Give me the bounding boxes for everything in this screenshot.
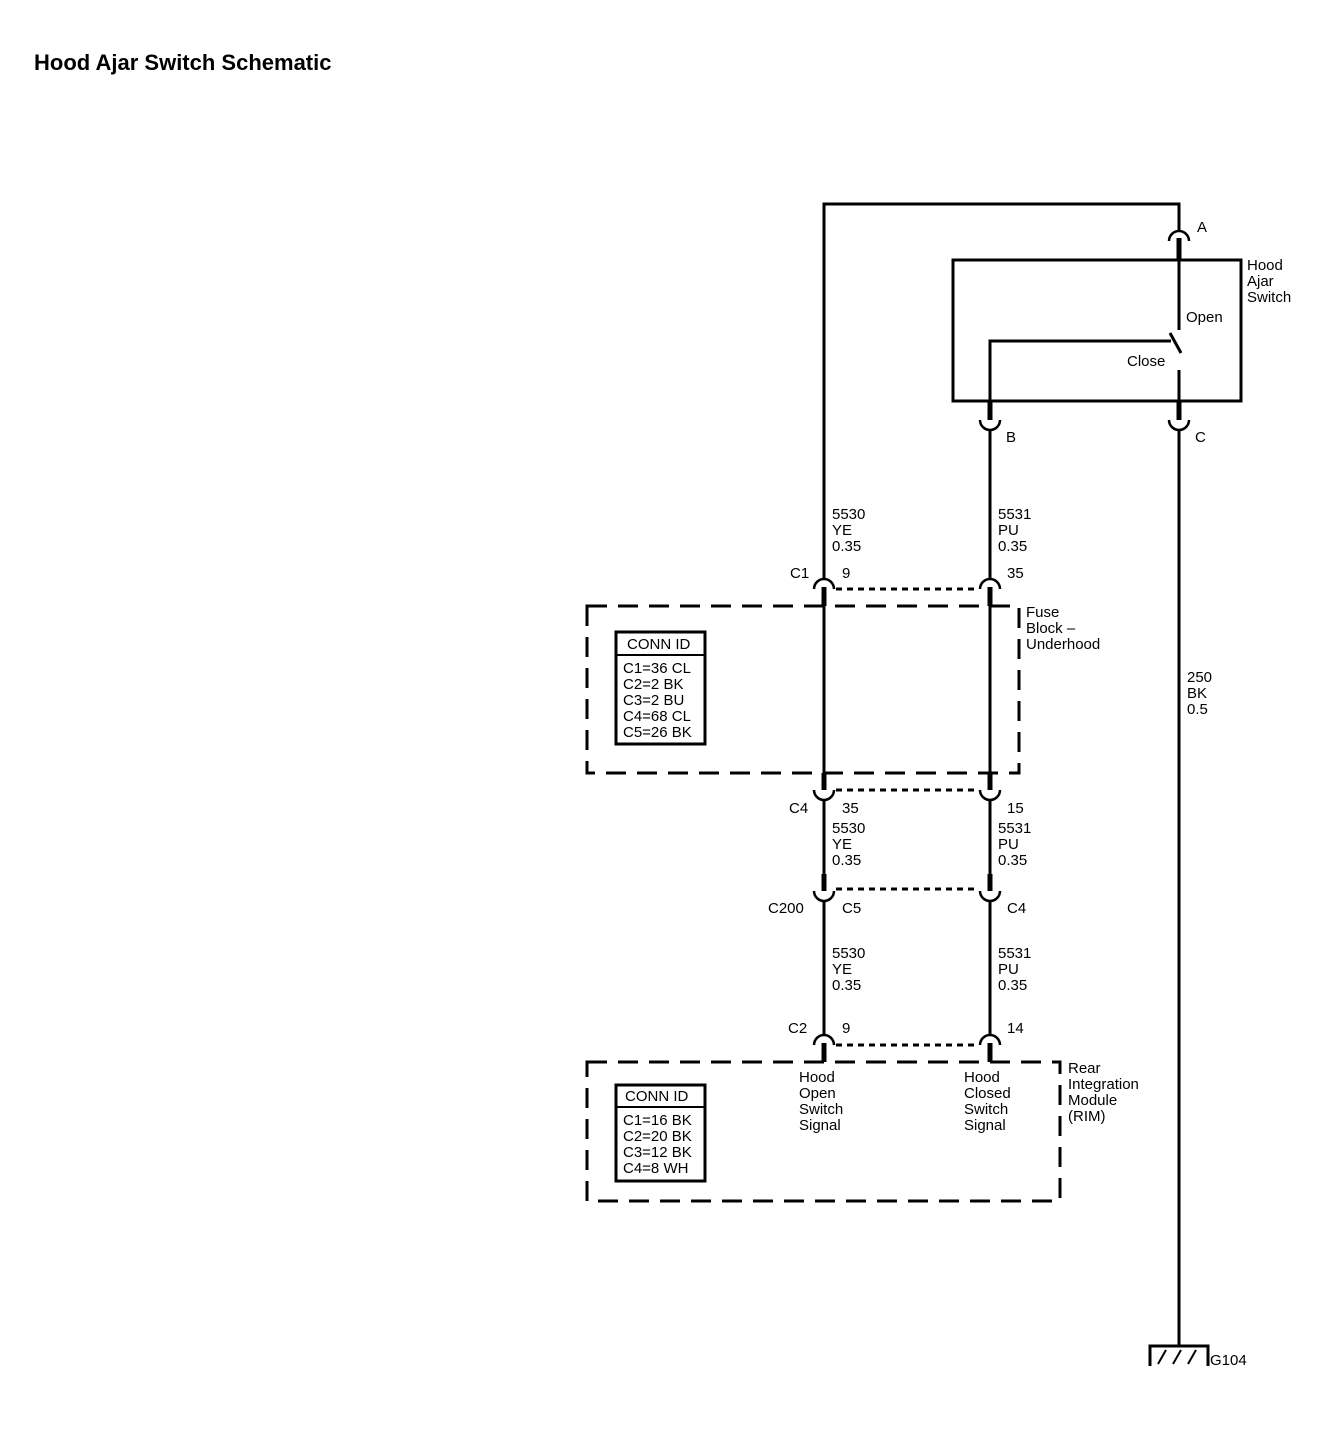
rim-conn-id-box [614, 1083, 707, 1183]
ye-upper-circuit-label: 5530 YE 0.35 [832, 506, 870, 555]
c200-pin-pu: C4 [1007, 900, 1026, 917]
fuse-c4-label: C4 [789, 800, 808, 817]
pin-b [987, 401, 993, 420]
fuse-c4-pin-pu: 15 [1007, 800, 1024, 817]
rim-c2-ye-connector [812, 1033, 836, 1046]
c200-ye-connector [812, 890, 836, 903]
switch-b-leg [988, 339, 1171, 404]
switch-open-label: Open [1186, 309, 1223, 326]
hood-open-signal-label: Hood Open Switch Signal [799, 1069, 847, 1134]
rear-integration-module [585, 1060, 1062, 1203]
fuse-c4-ye-connector [812, 789, 836, 802]
ground-symbol [1148, 1344, 1210, 1366]
fuse-block-underhood [585, 604, 1021, 775]
rim-conn-id-header: CONN ID [625, 1088, 689, 1105]
fuse-c4-pin-ye: 35 [842, 800, 859, 817]
pin-c-label: C [1195, 429, 1206, 446]
switch-close-label: Close [1127, 353, 1165, 370]
c200-pin-ye: C5 [842, 900, 861, 917]
c200-label: C200 [768, 900, 804, 917]
pu-middle-circuit-label: 5531 PU 0.35 [998, 820, 1036, 869]
rim-c2-pu-pin [987, 1043, 993, 1062]
hood-ajar-switch-box [951, 258, 1243, 403]
hood-ajar-switch-label: Hood Ajar Switch [1247, 257, 1291, 306]
c200-pu-connector [978, 890, 1002, 903]
connector-c [1167, 419, 1191, 432]
fuse-block-label: Fuse Block – Underhood [1026, 604, 1100, 653]
c200-pu-pin [987, 874, 993, 891]
ye-middle-circuit-label: 5530 YE 0.35 [832, 820, 870, 869]
fuse-c1-pu-connector [978, 577, 1002, 590]
rim-c2-ye-pin [821, 1043, 827, 1062]
c200-ye-pin [821, 874, 827, 891]
fuse-c4-pu-pin [987, 773, 993, 790]
pin-a [1176, 238, 1182, 259]
rim-c2-pin-pu: 14 [1007, 1020, 1024, 1037]
fuse-c1-ye-connector [812, 577, 836, 590]
ground-g104-label: G104 [1210, 1352, 1247, 1369]
ye-lower-circuit-label: 5530 YE 0.35 [832, 945, 870, 994]
rim-label: Rear Integration Module (RIM) [1068, 1060, 1143, 1125]
connector-b [978, 419, 1002, 432]
fuse-c4-pu-connector [978, 789, 1002, 802]
ground-hatch-1 [1157, 1349, 1167, 1365]
pin-c [1176, 401, 1182, 420]
pu-upper-circuit-label: 5531 PU 0.35 [998, 506, 1036, 555]
fuse-c1-ye-pin [821, 587, 827, 606]
ground-circuit-label: 250 BK 0.5 [1187, 669, 1216, 718]
pin-a-label: A [1197, 219, 1207, 236]
ground-hatch-3 [1187, 1349, 1197, 1365]
pu-lower-circuit-label: 5531 PU 0.35 [998, 945, 1036, 994]
page-title: Hood Ajar Switch Schematic [34, 50, 331, 75]
rim-conn-id-list: C1=16 BK C2=20 BK C3=12 BK C4=8 WH [623, 1112, 696, 1177]
hood-closed-signal-label: Hood Closed Switch Signal [964, 1069, 1015, 1134]
pin-b-label: B [1006, 429, 1016, 446]
fuse-c1-pin-ye: 9 [842, 565, 850, 582]
fuse-c1-pin-pu: 35 [1007, 565, 1024, 582]
fuse-c4-ye-pin [821, 773, 827, 790]
ye-wire-top [822, 202, 1181, 578]
connector-a [1167, 229, 1191, 242]
rim-c2-label: C2 [788, 1020, 807, 1037]
ground-hatch-2 [1172, 1349, 1182, 1365]
fuse-conn-id-box [614, 630, 707, 746]
rim-c2-pin-ye: 9 [842, 1020, 850, 1037]
fuse-conn-id-list: C1=36 CL C2=2 BK C3=2 BU C4=68 CL C5=26 … [623, 660, 695, 741]
fuse-conn-id-header: CONN ID [627, 636, 691, 653]
fuse-c1-pu-pin [987, 587, 993, 606]
rim-c2-pu-connector [978, 1033, 1002, 1046]
fuse-c1-label: C1 [790, 565, 809, 582]
switch-blade [1168, 332, 1183, 354]
